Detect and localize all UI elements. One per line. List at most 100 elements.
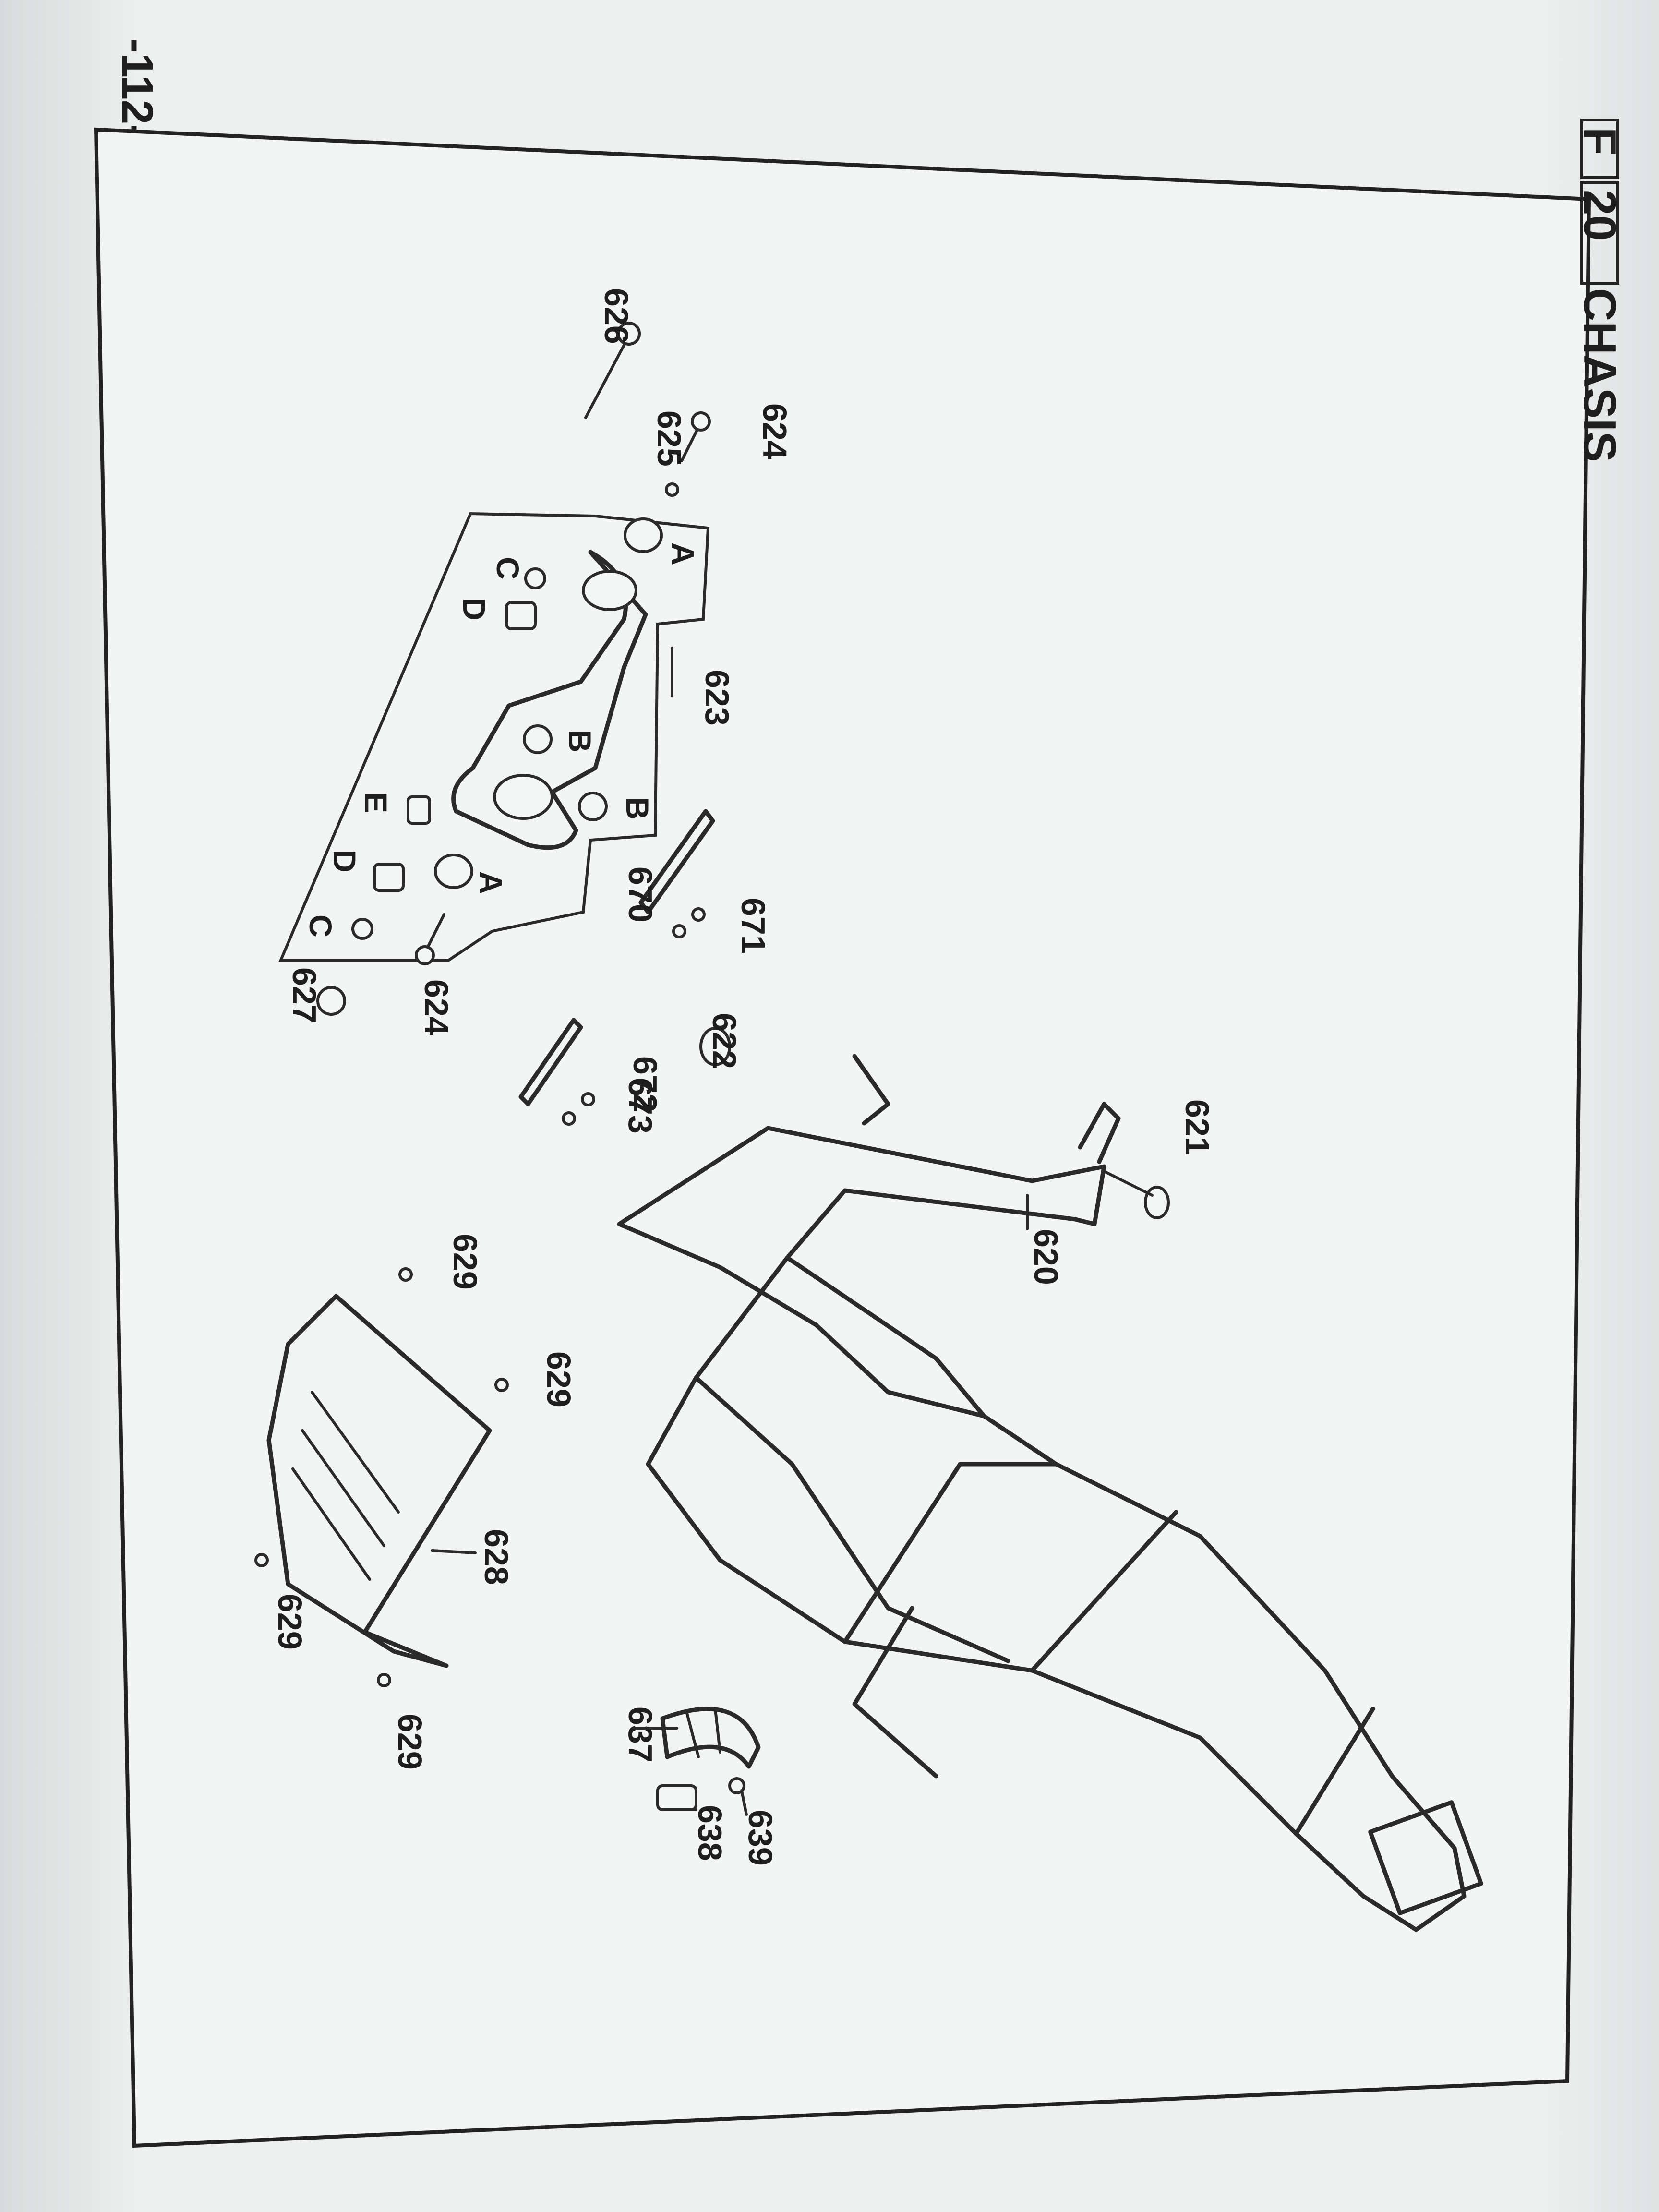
callout-629-d: 629: [391, 1714, 429, 1770]
grommet-622: [699, 1027, 731, 1066]
cap-621: [1144, 1186, 1170, 1219]
washer-b-lower: [578, 792, 608, 821]
frame-crossmember-1: [842, 1462, 1058, 1644]
section-prefix: F: [1574, 127, 1625, 156]
section-prefix-box: [1580, 119, 1619, 179]
bolt-671a: [691, 907, 706, 922]
floor-cover-outline: [266, 1294, 492, 1668]
screw-629-b: [494, 1378, 509, 1392]
callout-620: 620: [1027, 1229, 1065, 1285]
bracket-672: [518, 1018, 583, 1106]
screw-629-c: [254, 1553, 269, 1567]
hanger-lower-bushing: [493, 774, 553, 820]
floor-cover-628: [254, 1267, 509, 1687]
bracket-670: [638, 809, 715, 914]
frame-body-620: [617, 1054, 1483, 1932]
leader-lines: [431, 647, 1154, 1816]
callout-671: 671: [734, 898, 772, 954]
duct-screw-639: [728, 1777, 745, 1794]
cover-rib-2: [301, 1429, 385, 1547]
callout-637: 637: [622, 1707, 659, 1763]
main-frame-outline: [617, 1126, 1467, 1932]
letter-labels: A C D B B E D C A: [303, 542, 701, 938]
duct-rib-1: [685, 1710, 700, 1758]
nut-c-lower: [351, 918, 373, 940]
callout-624-upper: 624: [756, 403, 793, 459]
label-c-upper: C: [490, 557, 526, 580]
page-number: -112-: [113, 38, 162, 139]
leader-628: [431, 1549, 477, 1554]
bolt-head-624-lower: [415, 945, 435, 965]
front-headstock: [1078, 1102, 1121, 1164]
frame-crossmember-3: [1294, 1707, 1375, 1836]
label-d-upper: D: [457, 598, 492, 621]
washer-b-upper: [523, 724, 553, 754]
air-duct-637: [660, 1707, 761, 1769]
cover-rib-1: [311, 1391, 400, 1514]
label-a-upper: A: [665, 542, 701, 565]
duct-rib-2: [714, 1707, 721, 1754]
air-duct-assembly: [656, 1707, 761, 1811]
screw-629-a: [398, 1267, 413, 1282]
callout-638: 638: [691, 1805, 729, 1861]
callout-639: 639: [742, 1810, 779, 1866]
brackets-670-672: [518, 809, 1170, 1219]
rear-mounting-plate: [1368, 1800, 1483, 1915]
callout-626: 626: [598, 288, 635, 344]
label-d-lower: D: [327, 850, 362, 873]
bolt-671b: [672, 924, 686, 938]
washer-625: [665, 482, 679, 497]
hanger-upper-bushing: [582, 570, 637, 611]
label-e: E: [358, 792, 394, 813]
callout-labels: 624 625 626 623 670 671 622 672 673 624 …: [271, 288, 1216, 1866]
hanger-group-outline: [278, 512, 710, 962]
cover-rib-3: [291, 1467, 371, 1581]
callout-672: 672: [626, 1056, 664, 1112]
label-b-upper: B: [562, 730, 598, 753]
diagram-border: [94, 127, 1591, 2148]
bushing-a-upper: [624, 517, 663, 553]
callout-673: 673: [622, 1078, 659, 1134]
long-bolt-626: [584, 335, 630, 419]
section-number-box: [1580, 181, 1619, 285]
callout-628: 628: [478, 1529, 515, 1585]
frame-crossmember-2: [1030, 1510, 1178, 1673]
section-header: F 20 CHASIS: [1574, 119, 1625, 462]
spacer-e: [407, 795, 431, 825]
motor-hanger-assembly: [278, 512, 710, 962]
callout-625: 625: [650, 410, 688, 467]
leader-639: [740, 1789, 748, 1816]
callout-670: 670: [622, 866, 659, 923]
bolt-head-626: [617, 322, 641, 346]
bushing-a-lower: [434, 854, 473, 889]
label-b-lower: B: [620, 797, 655, 820]
bolt-673b: [562, 1111, 576, 1126]
frame-inner-rail-lower: [694, 1375, 1010, 1663]
nut-627: [316, 986, 346, 1016]
side-bracket-lower: [852, 1606, 938, 1779]
callout-629-c: 629: [271, 1594, 309, 1650]
left-fasteners: [316, 322, 711, 1016]
label-c-lower: C: [303, 914, 338, 938]
section-number: 20: [1574, 190, 1625, 241]
callout-621: 621: [1178, 1099, 1216, 1155]
leader-621: [1103, 1170, 1154, 1197]
callout-622: 622: [706, 1013, 743, 1069]
front-upper-tab: [852, 1054, 890, 1126]
screw-629-d: [377, 1673, 391, 1687]
nut-c-upper: [524, 567, 546, 589]
callout-627: 627: [286, 967, 323, 1023]
section-title: CHASIS: [1574, 288, 1625, 462]
bolt-head-624-upper: [691, 411, 711, 432]
callout-629-b: 629: [540, 1351, 577, 1407]
bolt-673a: [581, 1092, 595, 1106]
duct-clamp-638: [656, 1784, 697, 1811]
frame-inner-rail-upper: [785, 1255, 986, 1419]
callout-624-lower: 624: [418, 979, 455, 1035]
callout-629-a: 629: [446, 1234, 484, 1290]
collar-d-lower: [373, 863, 405, 892]
collar-d-upper: [505, 601, 537, 630]
label-a-lower: A: [473, 871, 509, 894]
callout-623: 623: [698, 670, 736, 726]
